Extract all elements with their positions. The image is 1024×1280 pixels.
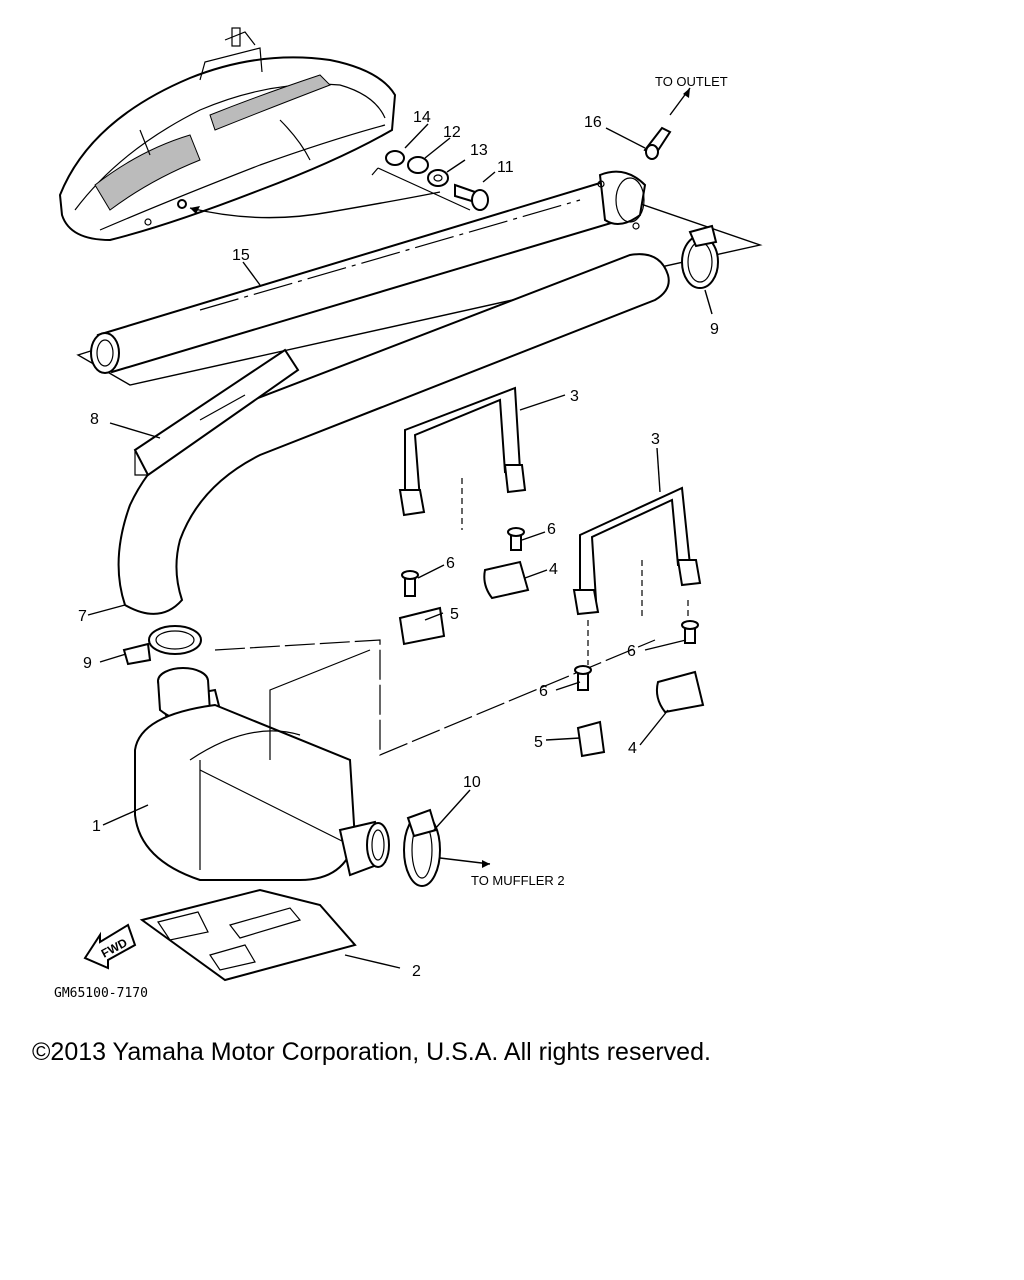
part-10-clamp bbox=[403, 808, 491, 887]
part-11-bolt bbox=[454, 183, 489, 211]
callout-6-d: 6 bbox=[539, 683, 548, 700]
callout-13: 13 bbox=[470, 142, 488, 159]
leader-lines bbox=[87, 123, 713, 969]
part-4-clip-b bbox=[655, 670, 705, 714]
part-4-clip-a bbox=[483, 560, 530, 600]
callout-4-b: 4 bbox=[628, 740, 637, 757]
part-6-bolt-d bbox=[574, 665, 592, 691]
part-15-pipe bbox=[76, 170, 763, 386]
alignment-lines bbox=[461, 478, 689, 665]
callout-14: 14 bbox=[413, 109, 431, 126]
part-6-bolt-a bbox=[507, 527, 525, 551]
callout-5-a: 5 bbox=[450, 606, 459, 623]
part-1-muffler bbox=[134, 639, 656, 881]
callout-9-upper: 9 bbox=[710, 321, 719, 338]
part-13-washer bbox=[427, 169, 449, 187]
part-3-bracket-right bbox=[572, 486, 702, 616]
callout-12: 12 bbox=[443, 124, 461, 141]
callout-7: 7 bbox=[78, 608, 87, 625]
hardware-group bbox=[371, 150, 489, 211]
copyright-notice: ©2013 Yamaha Motor Corporation, U.S.A. A… bbox=[32, 1038, 711, 1066]
callout-15: 15 bbox=[232, 247, 250, 264]
callout-4-a: 4 bbox=[549, 561, 558, 578]
part-9-clamp-lower bbox=[122, 625, 202, 666]
note-to-muffler: TO MUFFLER 2 bbox=[471, 873, 565, 888]
callout-2: 2 bbox=[412, 963, 421, 980]
part-8-strip bbox=[133, 348, 300, 477]
callout-11: 11 bbox=[497, 159, 514, 176]
watercraft-illustration bbox=[58, 27, 441, 242]
callout-8: 8 bbox=[90, 411, 99, 428]
callout-3-left: 3 bbox=[570, 388, 579, 405]
part-12-nut bbox=[407, 156, 429, 174]
note-to-outlet: TO OUTLET bbox=[655, 74, 728, 89]
part-6-bolt-b bbox=[401, 570, 419, 597]
diagram-code: GM65100-7170 bbox=[54, 986, 148, 1001]
callout-1: 1 bbox=[92, 818, 101, 835]
part-9-clamp-upper bbox=[681, 224, 719, 289]
callouts: 14 12 13 11 16 15 9 8 3 3 6 6 4 5 7 9 6 … bbox=[78, 109, 719, 980]
parts-diagram: FWD bbox=[54, 27, 763, 1001]
fwd-arrow-icon: FWD bbox=[83, 923, 137, 970]
callout-6-c: 6 bbox=[627, 643, 636, 660]
callout-6-a: 6 bbox=[547, 521, 556, 538]
callout-6-b: 6 bbox=[446, 555, 455, 572]
part-6-bolt-c bbox=[681, 620, 699, 644]
part-14-nut bbox=[385, 150, 405, 166]
part-16-plug bbox=[643, 87, 691, 160]
callout-9-lower: 9 bbox=[83, 655, 92, 672]
part-7-hose bbox=[117, 253, 670, 615]
callout-3-right: 3 bbox=[651, 431, 660, 448]
callout-16: 16 bbox=[584, 114, 602, 131]
callout-5-b: 5 bbox=[534, 734, 543, 751]
part-5-bracket-b bbox=[576, 720, 606, 758]
part-5-bracket-a bbox=[398, 606, 446, 646]
callout-10: 10 bbox=[463, 774, 481, 791]
part-3-bracket-left bbox=[398, 386, 527, 517]
part-2-plate bbox=[139, 888, 357, 982]
